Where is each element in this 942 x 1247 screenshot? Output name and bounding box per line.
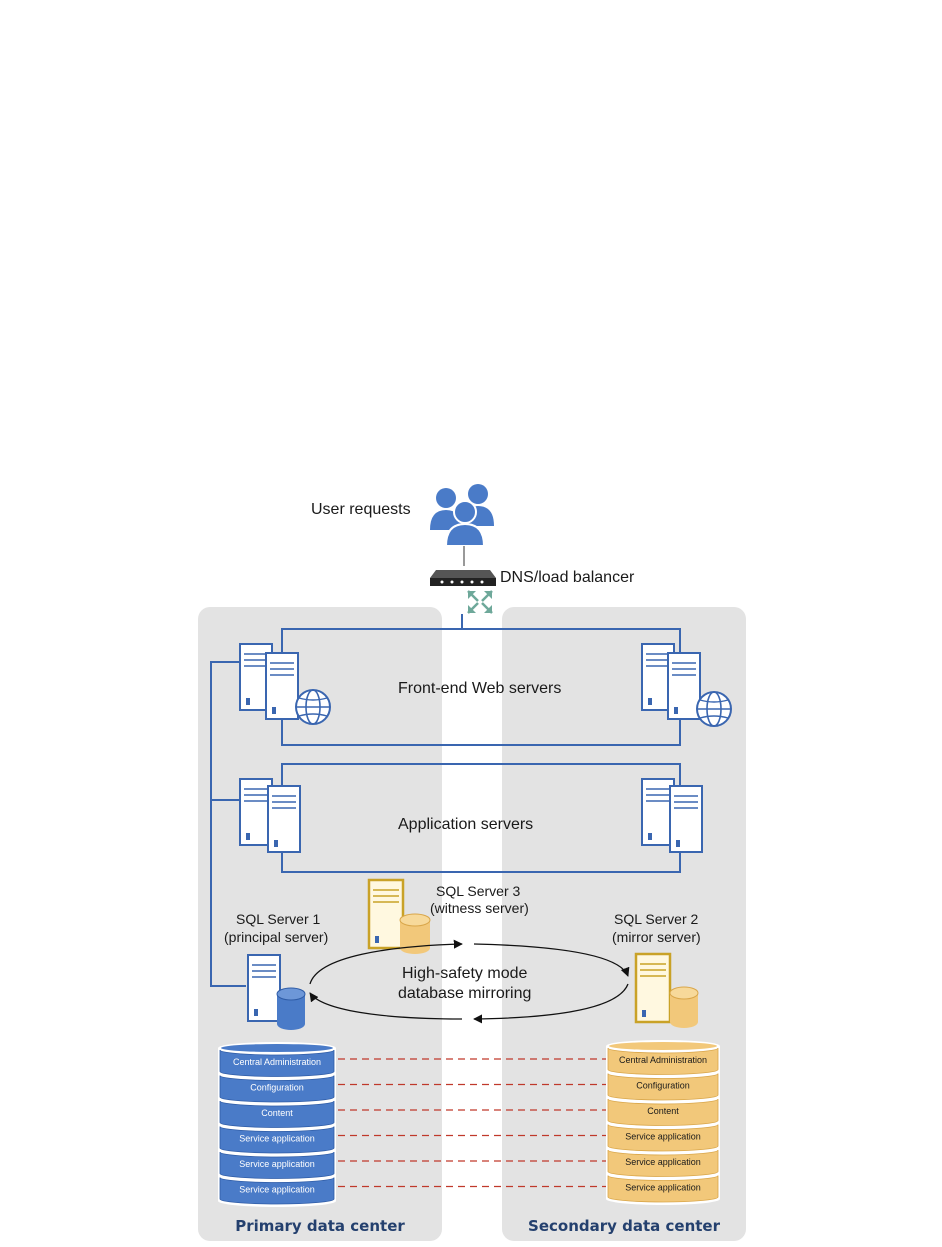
primary-db-segment [219,1177,335,1205]
secondary-db-segment [607,1073,719,1101]
primary-db-label: Content [261,1108,293,1118]
primary-db-segment [219,1126,335,1154]
sql-server-2-label: SQL Server 2 [614,911,699,927]
secondary-data-center-label: Secondary data center [528,1217,721,1235]
secondary-db-label: Service application [625,1131,701,1141]
primary-db-segment [219,1100,335,1128]
primary-db-label: Central Administration [233,1057,321,1067]
primary-database-stack: Central AdministrationConfigurationConte… [218,1042,336,1207]
front-end-web-servers-label: Front-end Web servers [398,680,561,697]
app-server-icon-secondary [641,778,703,853]
primary-db-label: Service application [239,1184,315,1194]
mirroring-cycle [309,939,630,1024]
user-requests-label: User requests [311,501,411,518]
sql-server-1-role: (principal server) [224,929,328,945]
primary-db-label: Configuration [250,1082,304,1092]
secondary-db-label: Central Administration [619,1055,707,1065]
users-group-icon [430,484,494,547]
sql-server-2-role: (mirror server) [612,929,701,945]
load-balancer-icon [430,570,496,615]
secondary-database-stack: Central AdministrationConfigurationConte… [606,1040,720,1205]
secondary-db-segment [607,1047,719,1075]
primary-db-segment [219,1151,335,1179]
network-connectors [210,614,681,987]
sql-server-1-label: SQL Server 1 [236,911,321,927]
database-mirror-links [338,1058,606,1188]
primary-db-segment [219,1049,335,1077]
application-servers-label: Application servers [398,816,533,833]
primary-db-cap [221,1044,333,1052]
sql-server-1-icon [247,954,306,1030]
secondary-db-label: Service application [625,1157,701,1167]
mirroring-label-line2: database mirroring [398,985,531,1002]
secondary-db-label: Content [647,1106,679,1116]
secondary-db-segment [607,1175,719,1203]
secondary-db-label: Configuration [636,1080,690,1090]
secondary-db-segment [607,1098,719,1126]
sql-server-3-label: SQL Server 3 [436,883,521,899]
mirroring-label-line1: High-safety mode [402,965,527,982]
secondary-db-segment [607,1124,719,1152]
secondary-db-cap [609,1042,717,1050]
primary-db-segment [219,1075,335,1103]
primary-db-label: Service application [239,1159,315,1169]
secondary-db-label: Service application [625,1182,701,1192]
secondary-db-segment [607,1149,719,1177]
dns-load-balancer-label: DNS/load balancer [500,569,635,586]
app-server-icon-primary [239,778,301,853]
sql-server-3-role: (witness server) [430,900,529,916]
sql-server-2-icon [634,952,699,1028]
primary-data-center-label: Primary data center [235,1217,405,1235]
primary-db-label: Service application [239,1133,315,1143]
